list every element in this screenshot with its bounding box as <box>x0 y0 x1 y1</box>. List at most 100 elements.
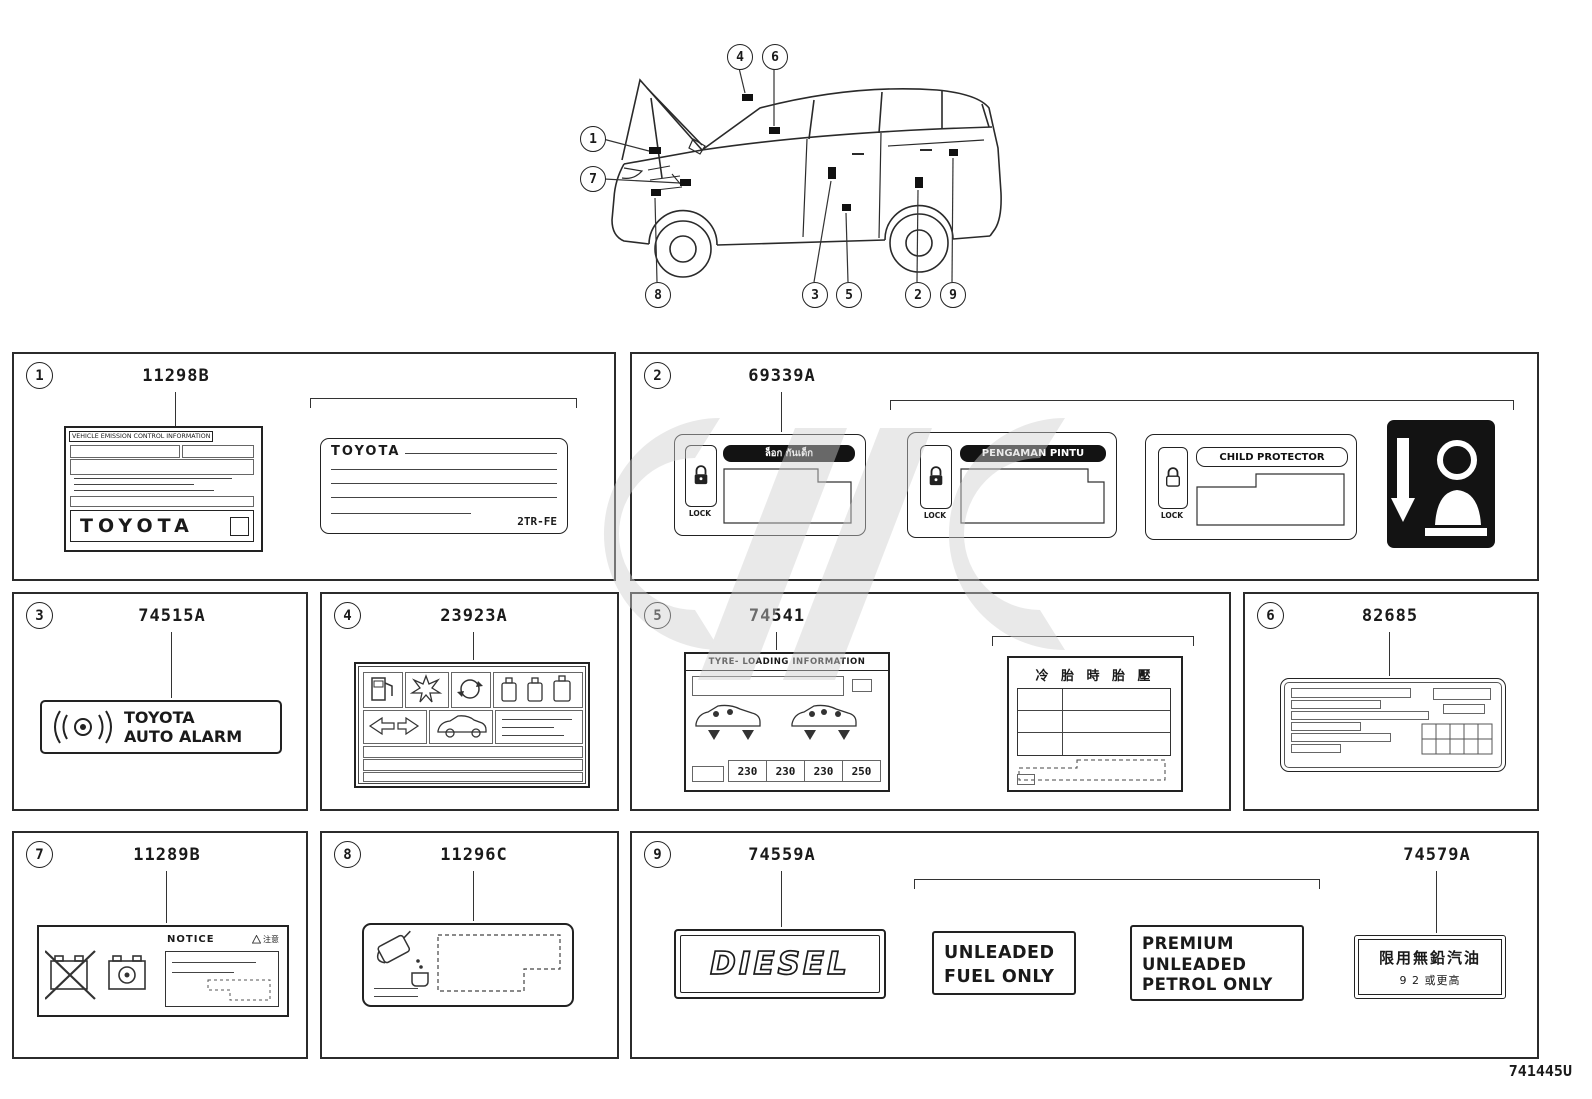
lock-icon-frame <box>920 445 952 509</box>
leader-lines <box>602 67 954 283</box>
panel-6: 6 82685 <box>1243 592 1539 811</box>
panel-9: 9 74559A 74579A DIESEL UNLEADED FUEL ONL… <box>630 831 1539 1059</box>
leader-line <box>473 871 474 921</box>
panel-2: 2 69339A LOCK ล็อก กันเด็ก <box>630 352 1539 581</box>
bracket-line <box>992 636 1194 646</box>
panel-3-number[interactable]: 3 <box>26 602 53 629</box>
part-number-11289B[interactable]: 11289B <box>133 845 201 865</box>
part-number-11296C[interactable]: 11296C <box>440 845 508 865</box>
pengaman-title-bar: PENGAMAN PINTU <box>960 445 1106 462</box>
detail-bar <box>1291 700 1381 709</box>
part-number-23923A[interactable]: 23923A <box>440 606 508 626</box>
callout-4[interactable]: 4 <box>727 44 753 70</box>
lock-label: LOCK <box>923 511 947 520</box>
detail-row <box>363 759 583 771</box>
detail-bar <box>852 679 872 692</box>
panel-5: 5 74541 TYRE- LOADING INFORMATION <box>630 592 1231 811</box>
diesel-inner-frame: DIESEL <box>680 935 880 993</box>
detail-line <box>331 483 557 484</box>
battery-notice-label: NOTICE 注意 <box>37 925 289 1017</box>
detail-line <box>502 727 554 728</box>
panel-9-number[interactable]: 9 <box>644 841 671 868</box>
panel-7: 7 11289B NOTICE 注意 <box>12 831 308 1059</box>
detail-row <box>363 772 583 782</box>
leader-line <box>473 632 474 660</box>
callout-3[interactable]: 3 <box>802 282 828 308</box>
panel-2-number[interactable]: 2 <box>644 362 671 389</box>
panel-1-number[interactable]: 1 <box>26 362 53 389</box>
detail-line <box>405 453 557 454</box>
callout-1[interactable]: 1 <box>580 126 606 152</box>
tyre-loading-label: TYRE- LOADING INFORMATION 230 230 <box>684 652 890 792</box>
tyre-label-title: TYRE- LOADING INFORMATION <box>686 654 888 671</box>
panel-3: 3 74515A TOYOTA AUTO ALARM <box>12 592 308 811</box>
pouring-coolant-icon <box>376 930 429 987</box>
detail-bar <box>692 676 844 696</box>
dashed-outline <box>1018 759 1166 781</box>
pressure-value: 230 <box>804 760 843 782</box>
detail-line <box>74 484 194 485</box>
cn-unleaded-inner-frame: 限用無鉛汽油 9 2 或更高 <box>1358 939 1502 995</box>
circular-arrows-icon <box>457 679 483 699</box>
recycle-cell <box>451 672 491 708</box>
part-number-82685[interactable]: 82685 <box>1361 606 1419 626</box>
detail-bar <box>70 459 254 475</box>
padlock-icon <box>929 466 943 486</box>
part-number-74579A[interactable]: 74579A <box>1403 845 1471 865</box>
panel-5-number[interactable]: 5 <box>644 602 671 629</box>
callout-7[interactable]: 7 <box>580 166 606 192</box>
plate-brand: TOYOTA <box>331 444 401 459</box>
panel-4-number[interactable]: 4 <box>334 602 361 629</box>
detail-line <box>374 988 418 989</box>
detail-bar <box>182 445 254 458</box>
detail-line <box>331 513 471 514</box>
lock-label: LOCK <box>1160 511 1184 520</box>
panel-8-number[interactable]: 8 <box>334 841 361 868</box>
detail-bar <box>1017 774 1035 785</box>
instruction-outline <box>960 468 1105 524</box>
engine-spec-plate: TOYOTA 2TR-FE <box>320 438 568 534</box>
cn-fuel-line-1: 限用無鉛汽油 <box>1378 948 1481 967</box>
fuse-grid <box>1421 723 1493 755</box>
warning-triangle-icon <box>252 935 261 944</box>
detail-bar <box>1291 722 1361 731</box>
cn-fuel-line-2: 9 2 或更高 <box>1399 973 1461 987</box>
alarm-text: AUTO ALARM <box>124 727 243 746</box>
callout-6[interactable]: 6 <box>762 44 788 70</box>
part-number-69339A[interactable]: 69339A <box>748 366 816 386</box>
leader-line <box>776 632 777 650</box>
unleaded-line-2: FUEL ONLY <box>944 966 1055 987</box>
callout-9[interactable]: 9 <box>940 282 966 308</box>
detail-line <box>331 469 557 470</box>
leader-line <box>175 392 176 426</box>
panel-7-number[interactable]: 7 <box>26 841 53 868</box>
part-number-74541[interactable]: 74541 <box>748 606 806 626</box>
table-line <box>1018 732 1170 733</box>
label-position-marks <box>649 94 958 211</box>
cn-caution: 注意 <box>252 934 279 945</box>
lock-label: LOCK <box>688 509 712 518</box>
detail-line <box>331 497 557 498</box>
car-outline-drawing <box>602 67 1002 283</box>
detail-line <box>74 478 232 479</box>
panel-6-number[interactable]: 6 <box>1257 602 1284 629</box>
callout-8[interactable]: 8 <box>645 282 671 308</box>
detail-bar <box>692 766 724 782</box>
dashed-outline <box>437 934 561 992</box>
leader-line <box>166 871 167 923</box>
detail-row <box>363 746 583 758</box>
coolant-caution-label <box>362 923 574 1007</box>
callout-2[interactable]: 2 <box>905 282 931 308</box>
direction-arrows-icon <box>368 716 420 736</box>
unleaded-line-1: UNLEADED <box>944 943 1055 963</box>
detail-bar <box>70 496 254 507</box>
notice-body <box>165 951 279 1007</box>
part-number-11298B[interactable]: 11298B <box>142 366 210 386</box>
lock-icon-frame <box>685 445 717 507</box>
part-number-74559A[interactable]: 74559A <box>748 845 816 865</box>
callout-5[interactable]: 5 <box>836 282 862 308</box>
part-number-74515A[interactable]: 74515A <box>138 606 206 626</box>
bracket-line <box>310 398 577 408</box>
door-lock-label-thai: LOCK ล็อก กันเด็ก <box>674 434 866 536</box>
